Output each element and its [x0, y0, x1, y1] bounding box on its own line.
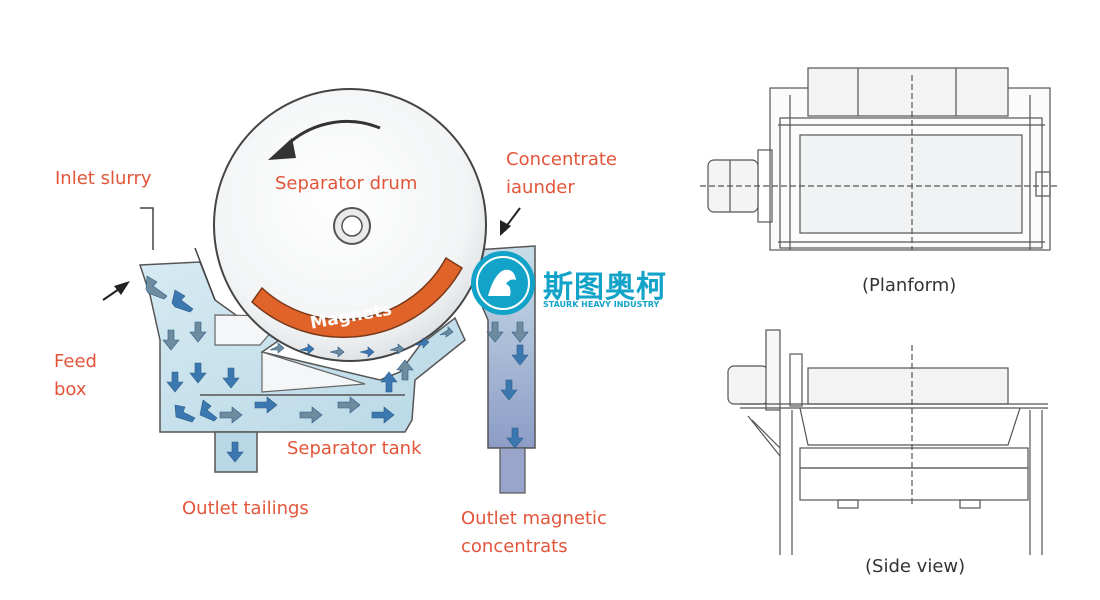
label-outlet-magnetic: Outlet magnetic [461, 508, 607, 529]
label-feed: Feed [54, 351, 97, 372]
label-separator-drum: Separator drum [275, 173, 418, 194]
side-view-drawing [727, 329, 1048, 555]
label-outlet-tailings: Outlet tailings [182, 498, 309, 519]
label-inlet-slurry: Inlet slurry [55, 168, 152, 189]
label-concentrats: concentrats [461, 536, 568, 557]
label-separator-tank: Separator tank [287, 438, 422, 459]
watermark-logo [471, 251, 535, 315]
label-box: box [54, 379, 87, 400]
separator-cross-section [102, 88, 536, 494]
watermark-chinese-text: 斯图奥柯 [543, 270, 667, 305]
label-planform: (Planform) [862, 275, 957, 296]
watermark-english-text: STAURK HEAVY INDUSTRY [543, 300, 660, 309]
outlet-concentrate-pipe [499, 447, 526, 494]
label-side-view: (Side view) [865, 556, 966, 577]
label-launder: iaunder [506, 177, 575, 198]
flow-arrows [145, 275, 529, 463]
tank-wedge [261, 351, 366, 393]
magnets-band [251, 256, 464, 339]
inlet-board [140, 207, 154, 250]
label-concentrate: Concentrate [506, 149, 617, 170]
planform-drawing [700, 67, 1060, 251]
